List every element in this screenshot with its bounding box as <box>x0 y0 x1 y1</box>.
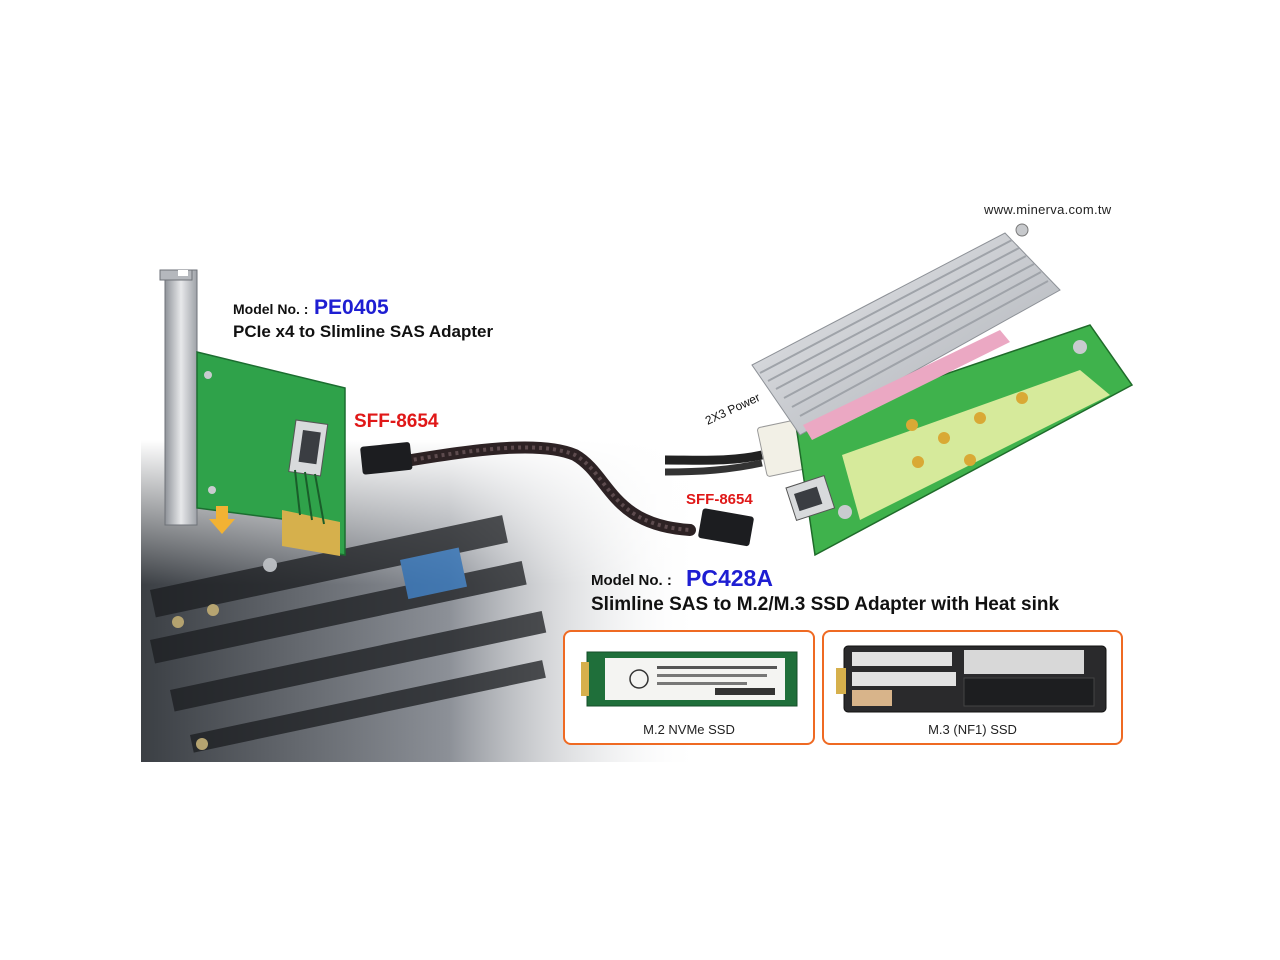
sff-label-left: SFF-8654 <box>354 411 439 432</box>
product-title-pc428a: Slimline SAS to M.2/M.3 SSD Adapter with… <box>591 594 1060 615</box>
insert-arrow-icon <box>209 506 235 534</box>
product-title-pe0405: PCIe x4 to Slimline SAS Adapter <box>233 322 494 341</box>
heat-sink <box>751 223 1061 440</box>
slimline-sas-cable <box>360 441 754 547</box>
ssd-card-m2: M.2 NVMe SSD <box>563 630 815 745</box>
pcie-bracket <box>159 269 198 526</box>
ssd-card-m3: M.3 (NF1) SSD <box>822 630 1123 745</box>
ssd-caption-m2: M.2 NVMe SSD <box>643 722 735 737</box>
ssd-caption-m3: M.3 (NF1) SSD <box>928 722 1017 737</box>
website-url[interactable]: www.minerva.com.tw <box>984 202 1112 217</box>
sff-label-right: SFF-8654 <box>686 491 753 508</box>
model-label-pc428a: Model No. : <box>591 572 672 589</box>
power-cable <box>664 420 805 477</box>
model-code-pe0405: PE0405 <box>314 296 389 319</box>
model-label-pe0405: Model No. : <box>233 301 309 317</box>
pcie-card-pe0405 <box>196 351 346 556</box>
adapter-board-pc428a <box>785 324 1134 557</box>
m3-ssd-image <box>836 645 1107 713</box>
m2-ssd-image <box>581 651 798 707</box>
model-code-pc428a: PC428A <box>686 565 773 591</box>
